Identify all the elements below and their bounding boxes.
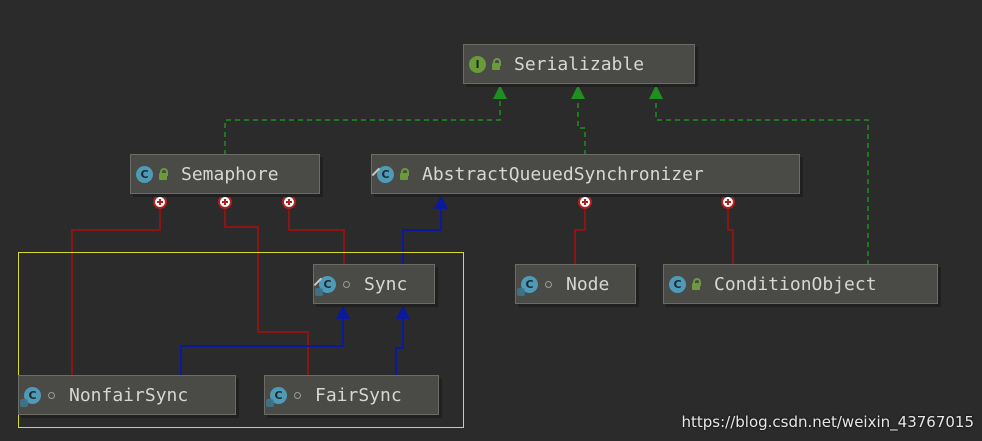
implements-link-semaphore bbox=[224, 98, 501, 155]
class-icon: C bbox=[136, 165, 153, 183]
abstract-class-icon: C bbox=[377, 165, 394, 183]
inner-link-sync bbox=[288, 207, 345, 264]
class-name: FairSync bbox=[315, 384, 402, 406]
watermark: https://blog.csdn.net/weixin_43767015 bbox=[681, 413, 974, 431]
implements-arrowhead bbox=[493, 85, 507, 99]
inner-class-marker bbox=[282, 195, 296, 209]
implements-link-aqs bbox=[577, 98, 586, 155]
extends-link-nonfair-sync bbox=[180, 318, 344, 376]
implements-arrowhead bbox=[571, 85, 585, 99]
public-lock-icon bbox=[157, 167, 169, 181]
package-private-icon bbox=[542, 277, 554, 291]
class-name: Sync bbox=[364, 273, 408, 295]
class-name: Node bbox=[566, 273, 610, 295]
public-lock-icon bbox=[690, 277, 702, 291]
class-name: ConditionObject bbox=[714, 273, 877, 295]
inner-class-icon: C bbox=[20, 386, 41, 407]
inner-class-marker bbox=[218, 195, 232, 209]
class-node-nonfair-sync[interactable]: C NonfairSync bbox=[18, 375, 236, 415]
class-name: NonfairSync bbox=[69, 384, 189, 406]
extends-arrowhead bbox=[336, 305, 350, 319]
public-lock-icon bbox=[398, 167, 410, 181]
class-node-semaphore[interactable]: C Semaphore bbox=[130, 154, 320, 194]
implements-link-condition-object bbox=[655, 98, 869, 265]
inner-class-marker bbox=[578, 195, 592, 209]
package-private-icon bbox=[340, 277, 352, 291]
inner-class-marker bbox=[153, 195, 167, 209]
package-private-icon bbox=[291, 388, 303, 402]
extends-link-fair-sync bbox=[395, 318, 404, 376]
interface-icon: I bbox=[469, 55, 486, 73]
class-name: AbstractQueuedSynchronizer bbox=[422, 163, 704, 185]
extends-arrowhead bbox=[434, 195, 448, 209]
class-node-serializable[interactable]: I Serializable bbox=[463, 44, 695, 84]
inner-link-condition-object bbox=[727, 207, 734, 264]
class-node-condition-object[interactable]: C ConditionObject bbox=[663, 264, 938, 304]
abstract-inner-class-icon: C bbox=[315, 275, 336, 296]
class-icon: C bbox=[669, 275, 686, 293]
class-name: Serializable bbox=[514, 53, 645, 75]
class-node-fair-sync[interactable]: C FairSync bbox=[264, 375, 439, 415]
highlight-box bbox=[18, 252, 464, 428]
implements-arrowhead bbox=[649, 85, 663, 99]
extends-arrowhead bbox=[396, 305, 410, 319]
class-node-node[interactable]: C Node bbox=[515, 264, 636, 304]
inner-class-marker bbox=[721, 195, 735, 209]
inner-class-icon: C bbox=[517, 275, 538, 296]
class-node-sync[interactable]: C Sync bbox=[313, 264, 435, 304]
extends-link-sync bbox=[402, 208, 442, 264]
public-lock-icon bbox=[490, 57, 502, 71]
class-name: Semaphore bbox=[181, 163, 279, 185]
inner-link-nonfair-sync bbox=[71, 207, 161, 376]
package-private-icon bbox=[45, 388, 57, 402]
class-node-aqs[interactable]: C AbstractQueuedSynchronizer bbox=[371, 154, 800, 194]
inner-link-fair-sync bbox=[224, 207, 309, 376]
inner-link-node bbox=[574, 207, 586, 264]
inner-class-icon: C bbox=[266, 386, 287, 407]
